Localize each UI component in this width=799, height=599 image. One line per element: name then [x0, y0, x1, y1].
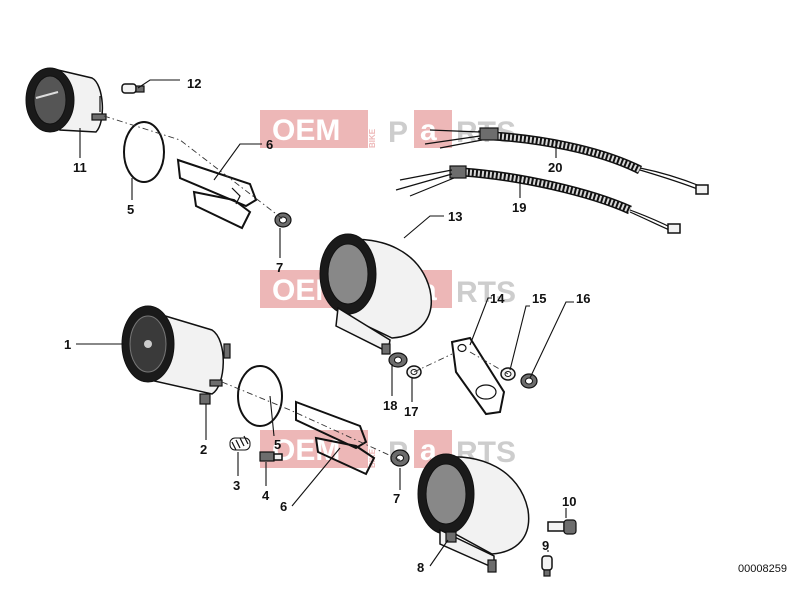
watermark-a-text: a — [420, 114, 437, 147]
spring-part-3 — [229, 435, 251, 451]
callout-20: 20 — [548, 160, 562, 175]
axis-line-top — [103, 115, 285, 221]
axis-line-lower — [221, 381, 401, 461]
callout-14: 14 — [490, 291, 505, 306]
bracket-part-6-lower — [295, 400, 376, 476]
bolt-part-4 — [259, 451, 283, 462]
cable-part-19 — [395, 165, 681, 234]
callout-17: 17 — [404, 404, 418, 419]
callout-9: 9 — [542, 538, 549, 553]
watermark-oem-text: OEM — [272, 434, 340, 467]
callout-12: 12 — [187, 76, 201, 91]
seal-ring-part-5-top — [123, 121, 165, 183]
callout-10: 10 — [562, 494, 576, 509]
housing-part-8 — [417, 453, 530, 573]
callout-4: 4 — [262, 488, 270, 503]
nut-part-7-lower — [390, 449, 410, 467]
instrument-part-1 — [121, 305, 231, 395]
callout-19: 19 — [512, 200, 526, 215]
bulb-part-12 — [121, 83, 145, 94]
callout-numbers: 12 11 5 6 7 13 20 19 14 15 16 18 17 1 2 … — [64, 76, 590, 575]
plate-part-14 — [450, 336, 506, 416]
screw-part-2 — [199, 393, 211, 405]
screw-part-10 — [547, 519, 577, 535]
nut-part-16 — [520, 373, 538, 389]
callout-5-top: 5 — [127, 202, 134, 217]
watermark-top: OEM BIKE P a RTS — [260, 110, 516, 149]
callout-5-lower: 5 — [274, 437, 281, 452]
watermark-oem-text: OEM — [272, 114, 340, 147]
axis-line-mid — [413, 351, 509, 375]
washer-part-18 — [388, 352, 408, 368]
callout-18: 18 — [383, 398, 397, 413]
leader-lines — [76, 79, 574, 567]
instrument-top-part-11 — [25, 67, 107, 133]
callout-13: 13 — [448, 209, 462, 224]
watermark-bike-text: BIKE — [368, 128, 377, 148]
callout-6-top: 6 — [266, 137, 273, 152]
callout-11: 11 — [73, 160, 87, 175]
bulb-part-9 — [541, 555, 553, 577]
seal-ring-part-5-lower — [237, 365, 283, 427]
callout-15: 15 — [532, 291, 546, 306]
callout-6-lower: 6 — [280, 499, 287, 514]
callout-8: 8 — [417, 560, 424, 575]
callout-7-top: 7 — [276, 260, 283, 275]
cable-part-20 — [424, 127, 709, 195]
callout-3: 3 — [233, 478, 240, 493]
callout-16: 16 — [576, 291, 590, 306]
housing-part-13 — [319, 233, 432, 355]
watermark-p-text: P — [388, 116, 408, 149]
callout-7-lower: 7 — [393, 491, 400, 506]
document-number: 00008259 — [738, 563, 787, 575]
callout-1: 1 — [64, 337, 71, 352]
bracket-part-6-top — [176, 158, 258, 230]
callout-2: 2 — [200, 442, 207, 457]
